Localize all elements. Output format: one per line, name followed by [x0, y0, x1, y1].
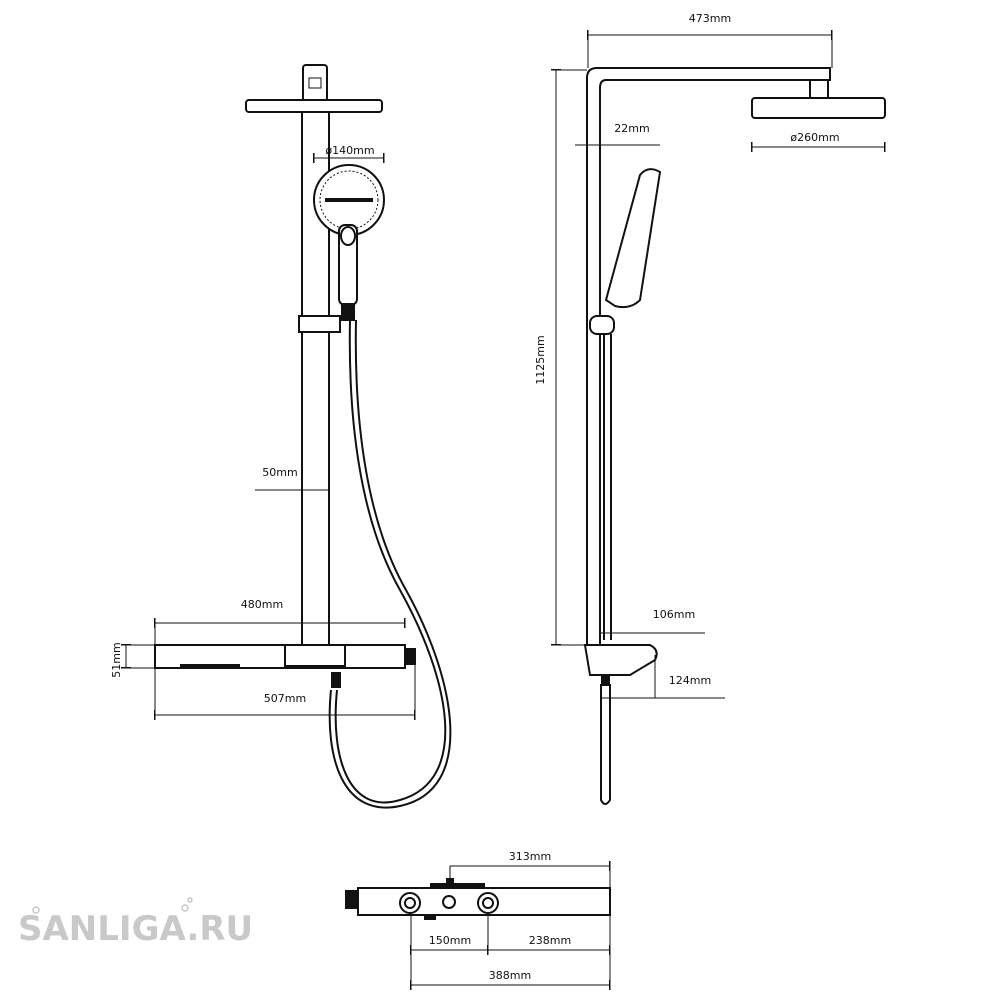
dim-overall-width: 507mm [264, 692, 306, 705]
side-pipe [600, 684, 611, 805]
dim-inlet-spacing: 150mm [429, 934, 471, 947]
side-bracket [589, 315, 615, 335]
dim-shelf-depth: 106mm [653, 608, 695, 621]
logo-bubble-icon [181, 904, 189, 912]
logo-bubble-icon [32, 906, 40, 914]
bottom-outlet [446, 878, 454, 888]
shelf-outlet [180, 664, 240, 668]
rain-shower-head [245, 99, 383, 113]
dim-arm-length: 473mm [689, 12, 731, 25]
bottom-view: 313mm 150mm 238mm 388mm [345, 850, 611, 990]
side-shelf [583, 644, 658, 676]
bottom-plate [430, 883, 485, 888]
dim-total-depth: 124mm [669, 674, 711, 687]
dim-height: 1125mm [534, 335, 547, 384]
hose-outline [328, 319, 452, 809]
mount-point [442, 895, 456, 909]
connector-nut [308, 77, 322, 89]
dim-right-length: 238mm [529, 934, 571, 947]
sanliga-logo: SANLIGA.RU [18, 909, 253, 949]
pole-mount [284, 644, 346, 667]
dim-shelf-width: 480mm [241, 598, 283, 611]
bottom-end-cap [345, 890, 358, 909]
dim-outlet-offset: 313mm [509, 850, 551, 863]
bottom-tab [424, 915, 436, 920]
knob [405, 648, 416, 665]
side-hand-shower [604, 168, 662, 309]
dim-handshower-diameter: ø140mm [325, 144, 374, 157]
side-inlet [601, 675, 610, 685]
side-rain-head [751, 97, 886, 119]
logo-bubble-icon [187, 897, 193, 903]
head-connector [302, 64, 328, 102]
side-head-connector [809, 79, 829, 99]
dim-head-diameter: ø260mm [790, 131, 839, 144]
hose-outlet [331, 672, 341, 688]
dim-pole-width: 50mm [262, 466, 297, 479]
hose [334, 319, 447, 804]
inlet-right-inner [482, 897, 494, 909]
side-pole-and-arm [586, 67, 831, 646]
dim-total-length: 388mm [489, 969, 531, 982]
dim-shelf-height: 51mm [110, 642, 123, 677]
inlet-left-inner [404, 897, 416, 909]
nozzle-bar [325, 198, 373, 202]
dim-wall-gap: 22mm [614, 122, 649, 135]
front-view: ø140mm 50mm 480mm 507mm 51mm [110, 64, 452, 809]
hose-connector [341, 303, 355, 321]
handle-button [340, 226, 356, 246]
side-view: 473mm 22mm ø260mm 1125mm 106mm 124mm [534, 12, 886, 805]
slide-bracket [298, 315, 341, 333]
